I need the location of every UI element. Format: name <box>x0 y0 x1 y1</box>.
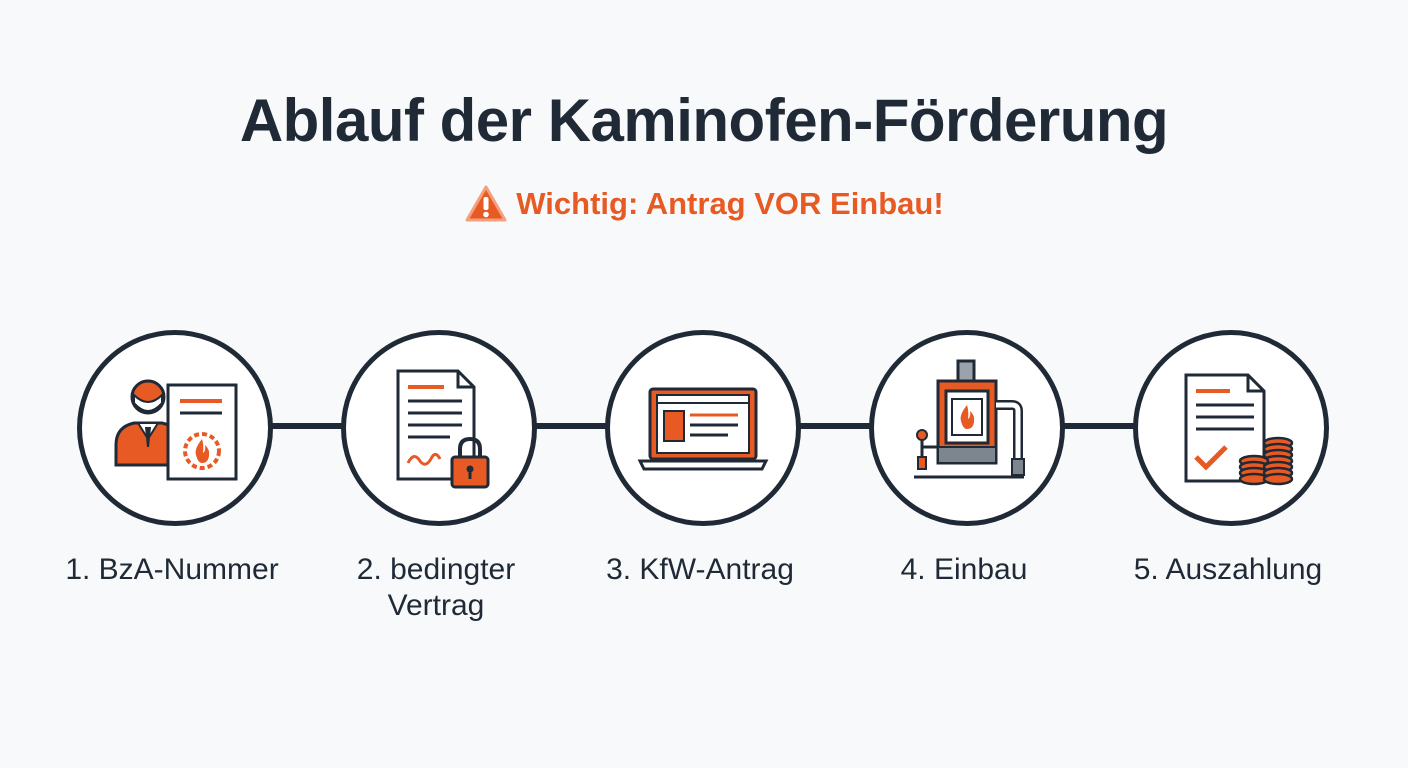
connector-line-4 <box>1060 423 1136 429</box>
step-5-label: 5. Auszahlung <box>1098 552 1358 588</box>
warning-banner: Wichtig: Antrag VOR Einbau! <box>0 184 1408 224</box>
warning-text: Wichtig: Antrag VOR Einbau! <box>516 186 944 221</box>
expert-certificate-icon <box>114 379 238 481</box>
warning-triangle-icon <box>465 185 507 222</box>
step-1-circle <box>77 330 273 526</box>
step-3-circle <box>605 330 801 526</box>
step-3-label: 3. KfW-Antrag <box>570 552 830 588</box>
contract-lock-icon <box>396 369 490 489</box>
connector-line-1 <box>268 423 344 429</box>
laptop-application-icon <box>637 387 769 471</box>
step-5-label-line1: 5. Auszahlung <box>1133 553 1323 586</box>
document-coins-icon <box>1184 373 1294 486</box>
connector-line-3 <box>796 423 872 429</box>
step-2-label-line2: Vertrag <box>387 589 485 622</box>
stove-installation-icon <box>914 359 1025 479</box>
step-4-circle <box>869 330 1065 526</box>
connector-line-2 <box>532 423 608 429</box>
step-4-label: 4. Einbau <box>834 552 1094 588</box>
step-1-label-line1: 1. BzA-Nummer <box>65 553 279 586</box>
step-3-label-line1: 3. KfW-Antrag <box>606 553 794 586</box>
step-5-circle <box>1133 330 1329 526</box>
step-4-label-line1: 4. Einbau <box>900 553 1028 586</box>
step-1-label: 1. BzA-Nummer <box>42 552 302 588</box>
step-2-circle <box>341 330 537 526</box>
step-2-label-line1: 2. bedingter <box>356 553 516 586</box>
page-title: Ablauf der Kaminofen-Förderung <box>239 87 1169 154</box>
step-2-label: 2. bedingter Vertrag <box>306 552 566 624</box>
